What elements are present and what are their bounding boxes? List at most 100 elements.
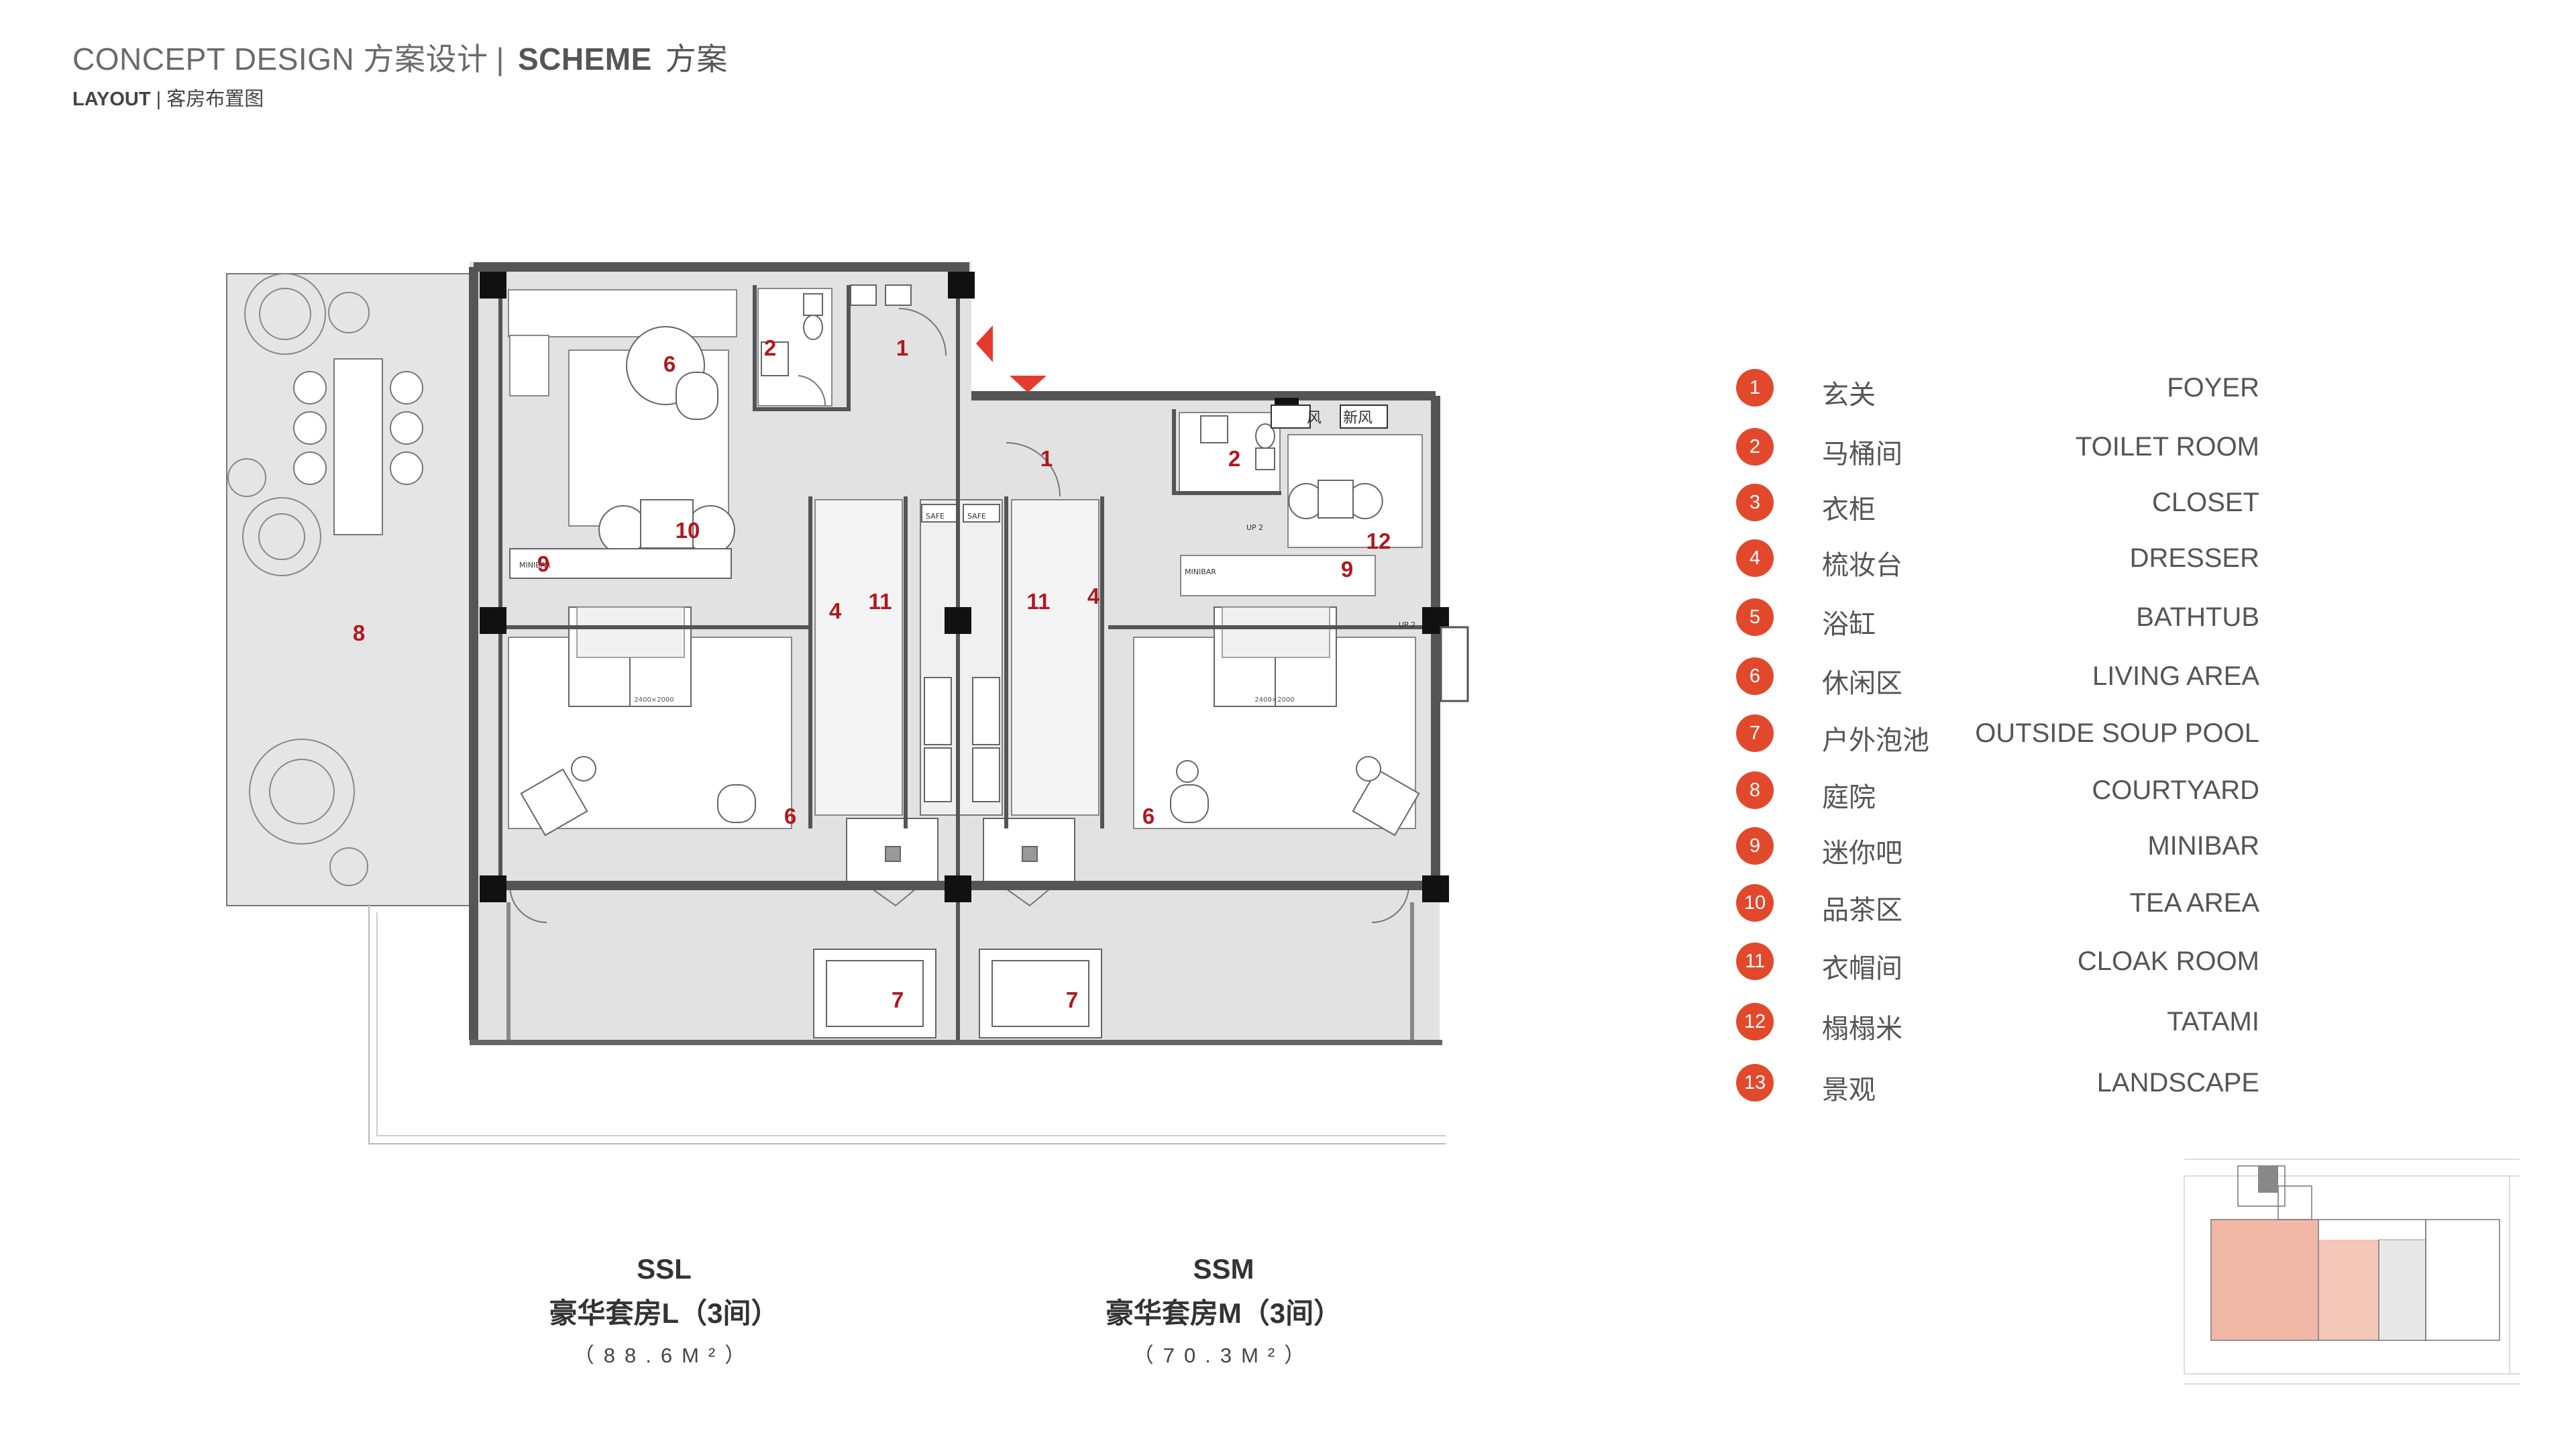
label-toilet-ssm: 2: [1228, 446, 1240, 471]
tree-icon-inner: [258, 513, 305, 560]
safe-text-a: SAFE: [926, 512, 945, 521]
landscape-outline-inner: [376, 912, 1446, 1136]
key-plan-gridlines: [2184, 1159, 2520, 1385]
room-area: （88.6M²）: [573, 1344, 755, 1367]
legend-label-en: TATAMI: [2167, 1007, 2259, 1036]
scheme-title-cn: 方案: [665, 42, 728, 76]
label-pool-ssm: 7: [1066, 987, 1078, 1012]
legend-label-cn: 景观: [1822, 1075, 1876, 1105]
label-cloak-ssl: 11: [869, 589, 892, 614]
legend-label-cn: 马桶间: [1822, 439, 1902, 469]
interior-walls: [498, 267, 1422, 1043]
legend-item: 12 榻榻米 TATAMI: [1736, 1002, 2259, 1044]
layout-subtitle: LAYOUT: [72, 89, 151, 110]
legend-label-cn: 浴缸: [1822, 610, 1876, 639]
tree-icon: [242, 497, 321, 576]
legend-item: 6 休闲区 LIVING AREA: [1736, 656, 2259, 698]
ssl-caption: SSL 豪华套房L（3间） （88.6M²）: [490, 1253, 839, 1368]
ssm-caption: SSM 豪华套房M（3间） （70.3M²）: [1049, 1253, 1398, 1368]
legend-number: 12: [1736, 1003, 1774, 1040]
legend-item: 2 马桶间 TOILET ROOM: [1736, 427, 2259, 469]
legend-label-cn: 庭院: [1822, 783, 1876, 812]
plan-number-labels: 1 1 2 2 4 4 6 6 6 7 7 8 9 9 10 11 11 12: [353, 335, 1391, 1012]
label-minibar-ssm: 9: [1341, 557, 1353, 582]
room-name: 豪华套房M（3间）: [1105, 1297, 1342, 1329]
legend-item: 3 衣柜 CLOSET: [1736, 482, 2259, 525]
toilet-fixtures: [761, 284, 1275, 470]
header-separator: |: [496, 42, 504, 76]
terrace-edge: [470, 1040, 1442, 1045]
ssl-minibar-counter: [509, 548, 732, 579]
legend-label-cn: 户外泡池: [1822, 726, 1929, 755]
legend-label-cn: 梳妆台: [1822, 551, 1902, 580]
label-foyer-ssm: 1: [1040, 446, 1053, 471]
ssm-minibar-counter: [1180, 555, 1376, 596]
ssm-minibar-text: MINIBAR: [1185, 568, 1216, 576]
key-plan-core: [2258, 1166, 2278, 1193]
ssm-cloak-room: [1011, 499, 1099, 816]
ssl-cabinet: [508, 289, 737, 337]
legend-label-en: TOILET ROOM: [2075, 432, 2259, 462]
ssl-bed: [568, 606, 692, 707]
door-swings: [509, 308, 1409, 923]
key-plan-adjacent: [2378, 1239, 2426, 1341]
safe-text-b: SAFE: [967, 512, 986, 521]
tree-icon: [249, 739, 355, 845]
room-name: 豪华套房L（3间）: [549, 1297, 780, 1329]
outdoor-chairs: [293, 371, 423, 485]
legend-label-en: CLOAK ROOM: [2077, 947, 2259, 976]
label-minibar-ssl: 9: [537, 551, 549, 576]
terrace-wall-left: [506, 902, 511, 1040]
concept-design-title: CONCEPT DESIGN 方案设计: [72, 42, 488, 76]
shower-rooms: [846, 818, 1075, 890]
legend-label-cn: 榻榻米: [1822, 1014, 1902, 1044]
ssl-cloak-room: [814, 499, 903, 816]
soup-pools: [813, 949, 1102, 1038]
legend-label-cn: 玄关: [1822, 380, 1876, 410]
label-dresser-ssm: 4: [1087, 584, 1100, 608]
bed-dimension-ssl: 2400×2000: [634, 696, 674, 704]
legend-label-en: FOYER: [2167, 373, 2259, 402]
room-code: SSM: [1193, 1253, 1254, 1285]
legend-number: 5: [1736, 598, 1774, 636]
legend-number: 4: [1736, 539, 1774, 577]
key-plan-highlight: [2211, 1220, 2318, 1340]
legend-item: 10 品茶区 TEA AREA: [1736, 883, 2259, 925]
tea-set: [598, 326, 1383, 555]
tree-icon-inner: [269, 759, 335, 824]
legend-item: 1 玄关 FOYER: [1736, 368, 2259, 410]
legend-label-en: DRESSER: [2129, 543, 2259, 573]
legend-label-en: CLOSET: [2151, 488, 2259, 517]
entry-arrow-icon: [1010, 376, 1046, 392]
shrub-icon: [227, 458, 266, 497]
legend-number: 10: [1736, 884, 1774, 922]
tree-icon: [244, 273, 326, 355]
armchair-group: [520, 756, 1420, 837]
label-foyer-ssl: 1: [896, 335, 908, 360]
ac-unit-icon: [1271, 405, 1311, 429]
room-code: SSL: [637, 1253, 692, 1285]
legend-item: 7 户外泡池 OUTSIDE SOUP POOL: [1736, 713, 2259, 755]
header-title-line: CONCEPT DESIGN 方案设计| SCHEME 方案: [72, 35, 728, 79]
ssl-cabinet-side: [509, 335, 549, 396]
legend-number: 13: [1736, 1064, 1774, 1102]
label-tatami: 12: [1366, 529, 1391, 553]
legend-label-en: LANDSCAPE: [2096, 1068, 2259, 1097]
safe-boxes: [921, 504, 1000, 523]
scheme-title: SCHEME: [517, 42, 652, 76]
legend-label-cn: 衣帽间: [1822, 954, 1902, 983]
legend-label-cn: 休闲区: [1822, 669, 1902, 698]
label-courtyard: 8: [353, 621, 365, 645]
label-dresser-ssl: 4: [829, 598, 842, 623]
legend-label-cn: 迷你吧: [1822, 839, 1902, 868]
label-toilet-ssl: 2: [764, 335, 776, 360]
label-living-ssm: 6: [1142, 804, 1155, 828]
key-plan-highlight-2: [2318, 1240, 2379, 1340]
outdoor-table: [333, 358, 383, 535]
legend-label-en: BATHTUB: [2136, 602, 2259, 632]
entry-arrow-icon: [976, 325, 993, 362]
landscape-outline: [368, 904, 1446, 1144]
label-cloak-ssm: 11: [1027, 589, 1051, 614]
